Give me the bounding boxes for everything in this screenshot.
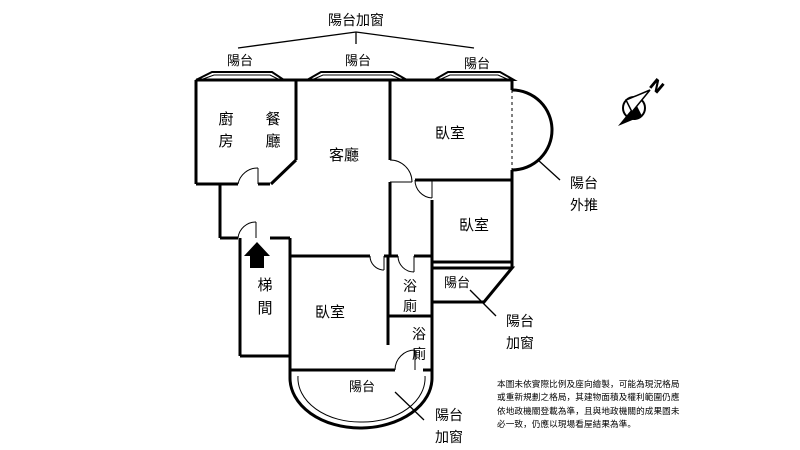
callout-leaders xyxy=(394,159,561,421)
bottom-balcony-arc xyxy=(288,370,434,430)
disclaimer-note: 本圖未依實際比例及座向繪製，可能為現況格局 或重新規劃之格局，其建物面積及權利範… xyxy=(497,379,747,433)
top-callout-label: 陽台加窗 xyxy=(328,12,384,29)
side-callout-label-2: 加窗 xyxy=(506,335,534,352)
entry-arrow-icon xyxy=(244,242,270,268)
balcony-top-2-label: 陽台 xyxy=(345,54,371,69)
bedroom-mid-label: 臥室 xyxy=(459,216,489,234)
disclaimer-line: 或重新規劃之格局，其建物面積及權利範圍仍應 xyxy=(497,393,680,404)
compass-icon: N xyxy=(618,75,668,126)
right-callout-label-2: 外推 xyxy=(570,198,598,214)
disclaimer-line: 必一致，仍應以現場看屋結果為準。 xyxy=(497,420,637,431)
bedroom-bottom-label: 臥室 xyxy=(315,303,345,321)
door-swing-icon xyxy=(237,159,433,371)
top-callout-lines xyxy=(237,31,475,49)
bottom-callout-label-1: 陽台 xyxy=(435,408,463,424)
living-label: 客廳 xyxy=(329,146,359,164)
dining-label-1: 餐 xyxy=(265,110,280,128)
compass-north-label: N xyxy=(645,75,667,98)
walls xyxy=(194,78,516,372)
balcony-top-1-label: 陽台 xyxy=(227,54,253,69)
kitchen-label-2: 房 xyxy=(218,132,233,150)
right-callout-label-1: 陽台 xyxy=(570,176,598,192)
balcony-side-label: 陽台 xyxy=(444,276,470,291)
dining-label-2: 廳 xyxy=(265,132,280,150)
bath-2-label-1: 浴 xyxy=(412,327,426,343)
top-balcony-inner-lines xyxy=(202,74,508,80)
disclaimer-line: 依地政機關登載為準，且與地政機關的成果圖未 xyxy=(497,406,680,417)
bath-1-label-1: 浴 xyxy=(403,279,417,295)
side-callout-label-1: 陽台 xyxy=(506,314,534,330)
balcony-top-3-label: 陽台 xyxy=(464,57,490,72)
disclaimer-line: 本圖未依實際比例及座向繪製，可能為現況格局 xyxy=(497,380,680,390)
balcony-bottom-label: 陽台 xyxy=(349,380,375,395)
bay-window xyxy=(511,88,554,172)
stairs-label-1: 梯 xyxy=(257,276,272,294)
bedroom-top-label: 臥室 xyxy=(435,124,465,142)
kitchen-label-1: 廚 xyxy=(218,110,233,128)
bath-2-label-2: 廁 xyxy=(412,346,426,363)
bottom-callout-label-2: 加窗 xyxy=(435,429,463,446)
bath-1-label-2: 廁 xyxy=(403,298,417,315)
stairs-label-2: 間 xyxy=(257,299,272,317)
